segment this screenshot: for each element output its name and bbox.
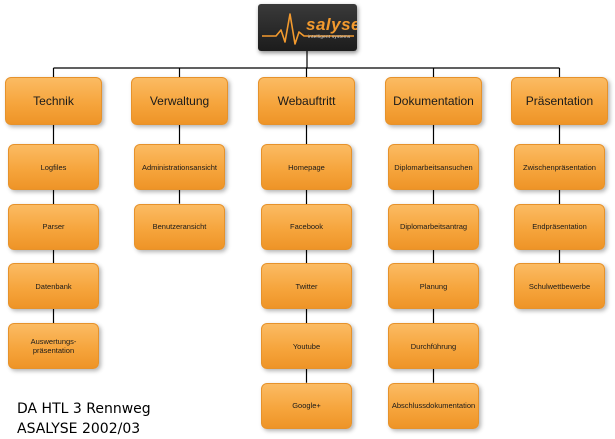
item-box: Twitter [261,263,352,310]
asalyse-logo: salyse intelligent systems [258,4,357,51]
logo-wordmark: salyse [306,15,357,34]
item-box: Schulwettbewerbe [514,263,605,310]
caption-line-2: ASALYSE 2002/03 [17,421,141,437]
item-box: Auswertungs- präsentation [8,323,99,370]
item-box: Parser [8,203,99,250]
category-box-verwaltung: Verwaltung [131,77,228,125]
item-box: Diplomarbeitsansuchen [388,144,479,190]
category-box-technik: Technik [5,77,102,125]
item-box: Benutzeransicht [134,203,225,250]
item-box: Administrationsansicht [134,144,225,190]
item-box: Diplomarbeitsantrag [388,203,479,250]
item-box: Planung [388,263,479,310]
item-box: Youtube [261,323,352,370]
category-box-webauftritt: Webauftritt [258,77,355,125]
item-box: Durchführung [388,323,479,370]
caption-line-1: DA HTL 3 Rennweg [17,401,151,417]
logo-tagline: intelligent systems [308,34,351,39]
caption: DA HTL 3 Rennweg ASALYSE 2002/03 [17,399,151,439]
category-box-dokumentation: Dokumentation [385,77,482,125]
category-box-präsentation: Präsentation [511,77,608,125]
item-box: Datenbank [8,263,99,310]
item-box: Homepage [261,144,352,190]
item-box: Facebook [261,203,352,250]
item-box: Logfiles [8,144,99,190]
item-box: Endpräsentation [514,203,605,250]
item-box: Abschlussdokumentation [388,382,479,429]
pulse-logo-icon [262,13,354,45]
item-box: Zwischenpräsentation [514,144,605,190]
item-box: Google+ [261,382,352,429]
